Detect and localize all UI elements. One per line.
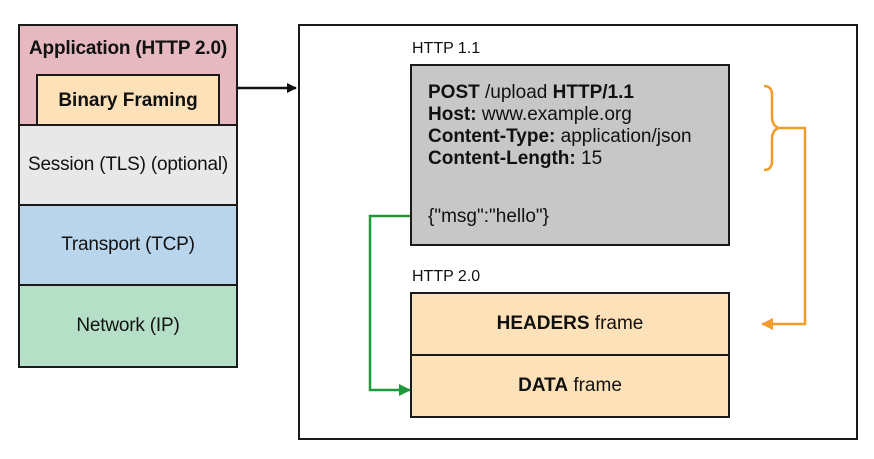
content-length-key: Content-Length: bbox=[428, 148, 576, 169]
binary-framing-label: Binary Framing bbox=[58, 90, 198, 111]
transport-layer-label: Transport (TCP) bbox=[61, 234, 195, 255]
content-length-value: 15 bbox=[575, 148, 603, 169]
headers-brace bbox=[763, 84, 784, 172]
headers-mapping-arrow bbox=[761, 126, 807, 330]
headers-frame-type: HEADERS bbox=[496, 313, 590, 334]
request-line: POST /upload HTTP/1.1 bbox=[428, 82, 728, 104]
content-type-value: application/json bbox=[555, 126, 692, 147]
data-frame-suffix: frame bbox=[568, 375, 622, 396]
request-body: {"msg":"hello"} bbox=[428, 206, 549, 227]
http11-request-box: POST /upload HTTP/1.1 Host: www.example.… bbox=[410, 64, 730, 246]
network-layer-label: Network (IP) bbox=[76, 315, 180, 336]
network-layer: Network (IP) bbox=[18, 284, 238, 368]
http11-caption: HTTP 1.1 bbox=[412, 40, 481, 57]
data-frame-type: DATA bbox=[518, 375, 569, 396]
data-frame: DATA frame bbox=[410, 354, 730, 418]
content-length-header: Content-Length: 15 bbox=[428, 148, 728, 170]
request-path: /upload bbox=[479, 82, 553, 103]
content-type-key: Content-Type: bbox=[428, 126, 556, 147]
request-version: HTTP/1.1 bbox=[552, 82, 634, 103]
http20-caption: HTTP 2.0 bbox=[412, 268, 481, 285]
binary-framing-layer: Binary Framing bbox=[36, 74, 220, 126]
application-layer-label: Application (HTTP 2.0) bbox=[29, 38, 227, 59]
session-layer: Session (TLS) (optional) bbox=[18, 124, 238, 206]
body-mapping-arrow bbox=[368, 214, 411, 396]
headers-frame-suffix: frame bbox=[589, 313, 644, 334]
session-layer-label: Session (TLS) (optional) bbox=[27, 154, 229, 175]
host-header-value: www.example.org bbox=[476, 104, 632, 125]
host-header: Host: www.example.org bbox=[428, 104, 728, 126]
host-header-key: Host: bbox=[428, 104, 477, 125]
content-type-header: Content-Type: application/json bbox=[428, 126, 728, 148]
request-method: POST bbox=[428, 82, 480, 103]
headers-frame: HEADERS frame bbox=[410, 292, 730, 356]
